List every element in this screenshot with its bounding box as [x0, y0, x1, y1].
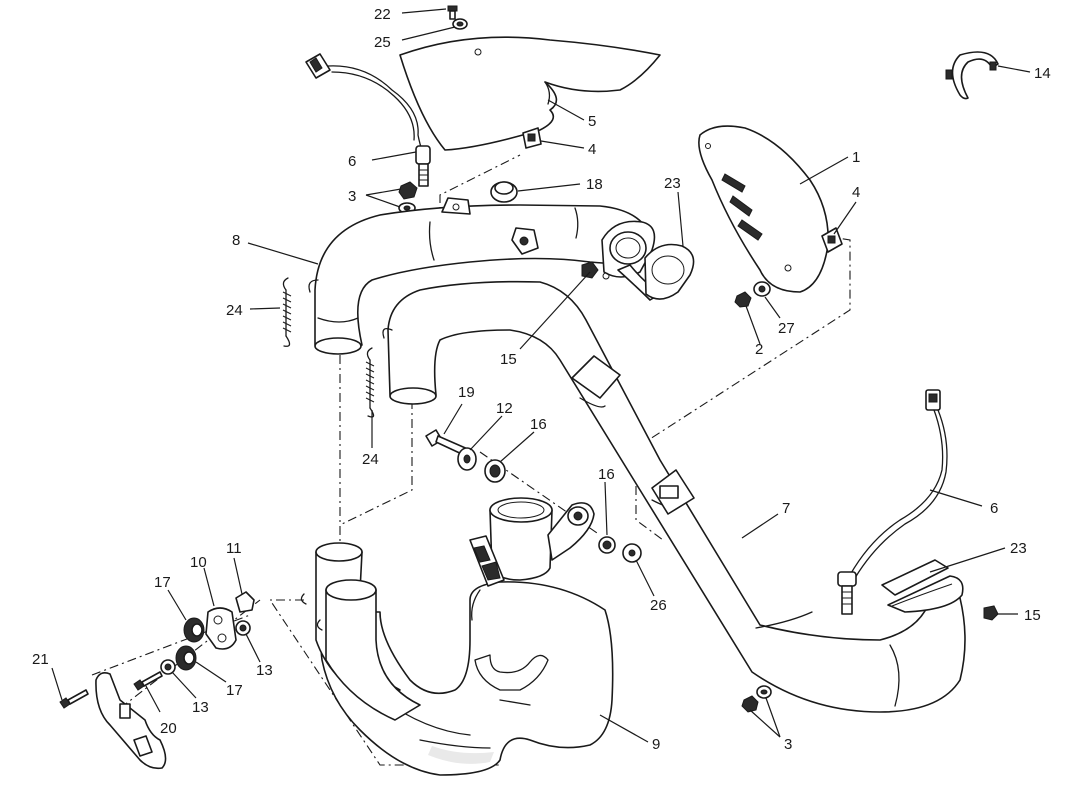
front-exhaust-flange — [601, 220, 661, 301]
callout-1: 1 — [852, 149, 860, 166]
callout-24-center: 24 — [362, 451, 379, 468]
gasket-23-lower — [881, 559, 964, 613]
callout-6-right: 6 — [990, 500, 998, 517]
callout-23-upper: 23 — [664, 175, 681, 192]
callout-17-upper: 17 — [154, 574, 171, 591]
callout-15-lower: 15 — [1024, 607, 1041, 624]
nut-washer-3-upper — [398, 181, 418, 214]
washer-25 — [452, 18, 468, 30]
callout-24-left: 24 — [226, 302, 243, 319]
callout-14: 14 — [1034, 65, 1051, 82]
callout-6-upper: 6 — [348, 153, 356, 170]
footpeg-bracket-plate — [95, 672, 167, 770]
callout-12: 12 — [496, 400, 513, 417]
callout-17-lower: 17 — [226, 682, 243, 699]
screw-20 — [133, 671, 163, 691]
bushing-12 — [457, 447, 477, 471]
callout-19: 19 — [458, 384, 475, 401]
callout-11: 11 — [226, 540, 242, 557]
screw-21 — [59, 689, 89, 709]
nut-15-upper — [581, 261, 599, 279]
clip-nut-upper — [522, 127, 542, 149]
clamp-14 — [945, 51, 999, 100]
oxygen-sensor-right — [837, 389, 948, 615]
screw-2 — [734, 291, 752, 308]
rubber-mount-16-lower — [598, 536, 616, 554]
washer-27 — [753, 281, 771, 297]
callout-7: 7 — [782, 500, 790, 517]
rubber-mount-16-upper — [484, 459, 506, 483]
oxygen-sensor-upper — [305, 53, 431, 187]
callout-13-lower: 13 — [192, 699, 209, 716]
spacer-plate-10 — [205, 607, 237, 650]
callout-20: 20 — [160, 720, 177, 737]
rubber-damper-17-upper — [183, 617, 205, 643]
screw-22 — [447, 5, 458, 20]
grommet-18 — [490, 181, 518, 203]
spring-24-center — [365, 347, 375, 418]
callout-4-side: 4 — [852, 184, 860, 201]
callout-26: 26 — [650, 597, 667, 614]
callout-22: 22 — [374, 6, 391, 23]
gasket-23-upper — [644, 243, 695, 300]
washer-26 — [622, 543, 642, 563]
callout-9: 9 — [652, 736, 660, 753]
cap-11 — [235, 591, 255, 613]
callout-15-upper: 15 — [500, 351, 517, 368]
muffler-collector — [469, 497, 595, 621]
muffler-inlet-pipes — [300, 542, 421, 721]
callout-25: 25 — [374, 34, 391, 51]
callout-3-upper: 3 — [348, 188, 356, 205]
front-header-pipe — [308, 197, 651, 355]
callout-leaders — [51, 8, 1031, 743]
callout-5: 5 — [588, 113, 596, 130]
callout-labels: 22 25 5 4 6 3 18 23 1 4 14 8 24 15 2 27 … — [32, 6, 1051, 753]
washer-13-upper — [235, 620, 251, 636]
callout-4-upper: 4 — [588, 141, 596, 158]
rear-header-pipe — [382, 280, 966, 713]
nut-15-lower — [983, 605, 999, 621]
heat-shield-upper — [399, 36, 661, 151]
callout-16-lower: 16 — [598, 466, 615, 483]
callout-3-lower: 3 — [784, 736, 792, 753]
heat-shield-side — [698, 125, 829, 293]
callout-10: 10 — [190, 554, 207, 571]
washer-13-lower — [160, 659, 176, 675]
callout-27: 27 — [778, 320, 795, 337]
callout-8: 8 — [232, 232, 240, 249]
callout-18: 18 — [586, 176, 603, 193]
clip-nut-side — [821, 227, 843, 253]
rubber-damper-17-lower — [175, 645, 197, 671]
callout-23-lower: 23 — [1010, 540, 1027, 557]
callout-16-upper: 16 — [530, 416, 547, 433]
callout-21: 21 — [32, 651, 49, 668]
nut-washer-3-lower — [741, 685, 772, 713]
spring-24-left — [282, 277, 292, 347]
callout-13-upper: 13 — [256, 662, 273, 679]
callout-2: 2 — [755, 341, 763, 358]
